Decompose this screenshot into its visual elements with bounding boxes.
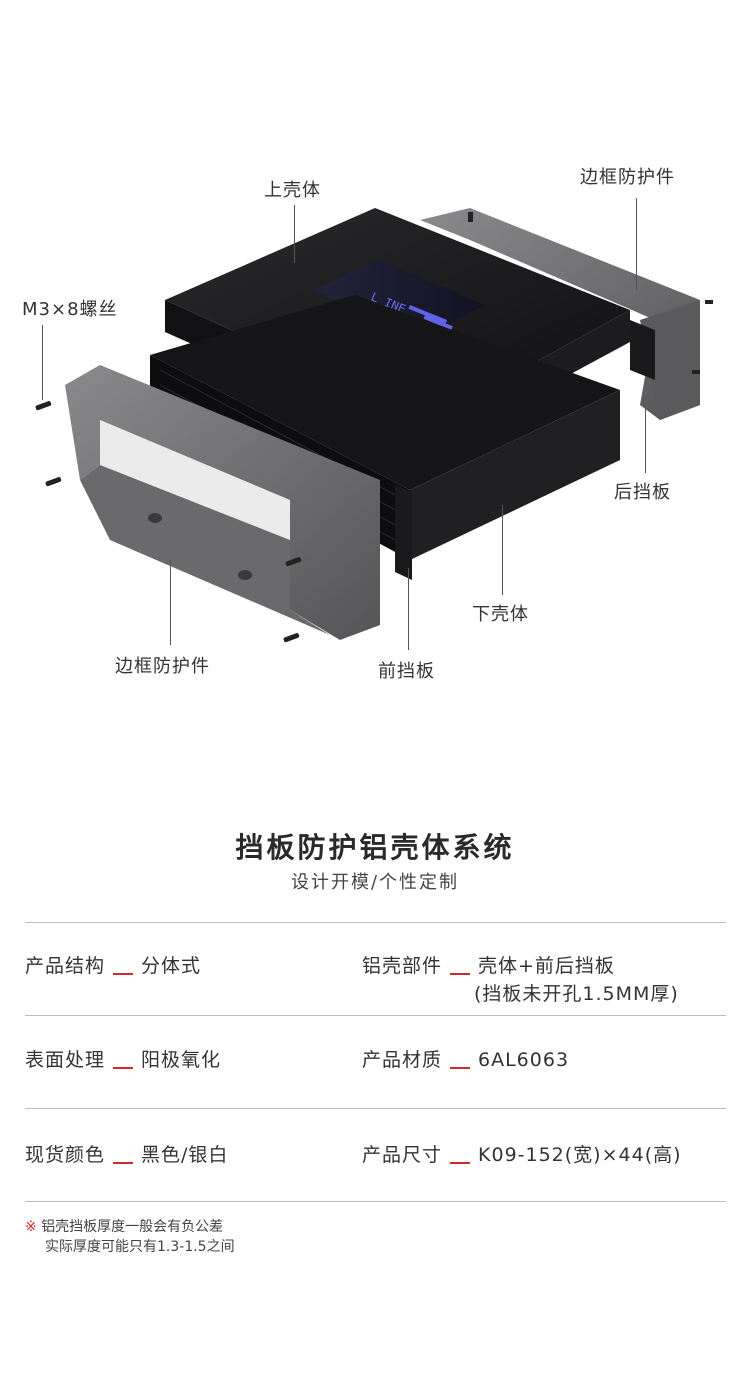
section-title: 挡板防护铝壳体系统	[235, 831, 515, 864]
callout-front-panel: 前挡板	[378, 661, 435, 682]
spec-label: 现货颜色	[25, 1144, 106, 1166]
spec-separator	[450, 1161, 471, 1164]
spec-label: 产品尺寸	[362, 1144, 443, 1166]
callout-frame-guard-left: 边框防护件	[115, 656, 210, 677]
spec-label: 铝壳部件	[362, 955, 443, 977]
spec-surface: 表面处理 阳极氧化	[25, 1045, 221, 1072]
spec-label: 表面处理	[25, 1049, 106, 1071]
spec-separator	[113, 1066, 134, 1069]
callout-top-shell: 上壳体	[264, 180, 321, 201]
callout-screw: M3×8螺丝	[22, 299, 118, 320]
spec-separator	[113, 1161, 134, 1164]
spec-label: 产品材质	[362, 1049, 443, 1071]
spec-components: 铝壳部件 壳体+前后挡板	[362, 951, 615, 978]
spec-divider	[25, 1108, 726, 1109]
spec-value: 阳极氧化	[141, 1049, 222, 1071]
spec-value: 壳体+前后挡板	[478, 955, 615, 977]
screws	[35, 212, 713, 643]
note-mark: ※	[25, 1219, 37, 1235]
spec-separator	[113, 972, 134, 975]
spec-value: K09-152(宽)×44(高)	[478, 1144, 682, 1166]
spec-components-extra: (挡板未开孔1.5MM厚)	[474, 983, 679, 1005]
spec-separator	[450, 972, 471, 975]
spec-size: 产品尺寸 K09-152(宽)×44(高)	[362, 1140, 682, 1167]
spec-material: 产品材质 6AL6063	[362, 1045, 569, 1072]
spec-label: 产品结构	[25, 955, 106, 977]
spec-value: 黑色/银白	[141, 1144, 229, 1166]
callout-bottom-shell: 下壳体	[472, 604, 529, 625]
spec-value: 分体式	[141, 955, 202, 977]
rear-panel-illustration	[630, 320, 655, 380]
note-line-1: 铝壳挡板厚度一般会有负公差	[41, 1219, 224, 1235]
callout-line-front-panel	[408, 568, 409, 650]
tolerance-note: ※ 铝壳挡板厚度一般会有负公差 实际厚度可能只有1.3-1.5之间	[25, 1217, 235, 1257]
callout-line-frame-guard-right	[636, 198, 637, 290]
spec-separator	[450, 1066, 471, 1069]
callout-line-screw	[42, 325, 43, 400]
left-frame-guard	[65, 365, 380, 640]
spec-divider	[25, 1015, 726, 1016]
spec-divider-bottom	[25, 1201, 726, 1202]
exploded-enclosure-illustration: L INE	[35, 208, 713, 643]
callout-line-bottom-shell	[502, 505, 503, 595]
note-line-2: 实际厚度可能只有1.3-1.5之间	[45, 1239, 235, 1255]
callout-rear-panel: 后挡板	[614, 482, 671, 503]
section-subtitle: 设计开模/个性定制	[290, 872, 460, 893]
spec-colors: 现货颜色 黑色/银白	[25, 1140, 228, 1167]
callout-line-frame-guard-left	[170, 560, 171, 645]
front-panel-illustration	[395, 485, 412, 580]
callout-line-rear-panel	[645, 408, 646, 473]
callout-frame-guard-right: 边框防护件	[580, 167, 675, 188]
spec-value: 6AL6063	[478, 1049, 570, 1071]
spec-divider-top	[25, 922, 726, 923]
callout-line-top-shell	[294, 205, 295, 263]
spec-structure: 产品结构 分体式	[25, 951, 201, 978]
